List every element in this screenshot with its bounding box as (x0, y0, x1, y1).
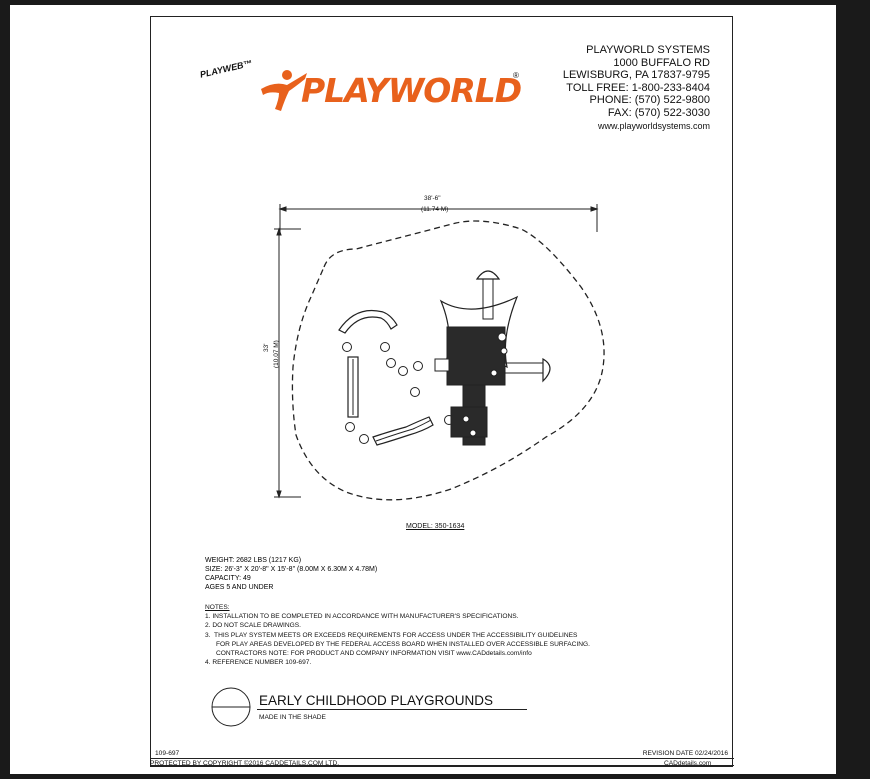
note-2: 2. DO NOT SCALE DRAWINGS. (205, 622, 301, 630)
playweb-badge: PLAYWEB™ (199, 58, 254, 80)
specifications: WEIGHT: 2682 LBS (1217 KG) SIZE: 26'-3" … (205, 556, 377, 592)
running-figure-icon (261, 70, 307, 111)
revision-date: REVISION DATE 02/24/2016 (642, 750, 728, 757)
height-dimension-label: 33' (263, 343, 270, 352)
playworld-logo: PLAYWORLD PLAYWORLD ® (257, 67, 522, 113)
curved-bench (338, 309, 398, 334)
logo-wordmark: PLAYWORLD (301, 71, 522, 110)
site-plan (274, 204, 605, 501)
copyright-notice: PROTECTED BY COPYRIGHT ©2016 CADDETAILS.… (150, 760, 340, 767)
drawing-frame: PLAYWEB™ PLAYWORLD PLAYWORLD ® PLAYWORLD… (150, 16, 734, 767)
spec-size: SIZE: 26'-3" X 20'-8" X 15'-8" (8.00M X … (205, 566, 378, 573)
note-3-continued: FOR PLAY AREAS DEVELOPED BY THE FEDERAL … (205, 640, 590, 648)
notes: NOTES: 1. INSTALLATION TO BE COMPLETED I… (205, 603, 590, 667)
width-dimension-label: 38'-6" (424, 195, 441, 202)
wavy-bench (372, 416, 434, 446)
use-zone-boundary (291, 220, 605, 501)
city-address: LEWISBURG, PA 17837-9795 (562, 69, 710, 81)
height-dimension (274, 227, 301, 499)
fax-number: FAX: (570) 522-3030 (607, 106, 710, 119)
drawing-title: EARLY CHILDHOOD PLAYGROUNDS (259, 693, 494, 708)
reference-number: 109-697 (155, 750, 180, 757)
drawing-sheet: PLAYWEB™ PLAYWORLD PLAYWORLD ® PLAYWORLD… (10, 5, 836, 774)
toll-free-number: TOLL FREE: 1-800-233-8404 (566, 81, 710, 94)
spec-capacity: CAPACITY: 49 (205, 575, 251, 582)
company-name: PLAYWORLD SYSTEMS (586, 44, 710, 56)
straight-bench (347, 356, 359, 418)
width-dimension-metric: (11.74 M) (421, 206, 449, 213)
registered-mark: ® (513, 71, 519, 80)
logo-wordmark-fill: PLAYWORLD (301, 71, 522, 110)
phone-number: PHONE: (570) 522-9800 (589, 94, 710, 106)
note-4: 4. REFERENCE NUMBER 109-697. (205, 659, 312, 667)
spring-riders (342, 342, 454, 444)
title-underline (257, 709, 527, 710)
street-address: 1000 BUFFALO RD (613, 56, 710, 69)
note-3-contractors: CONTRACTORS NOTE: FOR PRODUCT AND COMPAN… (205, 650, 532, 658)
spec-weight: WEIGHT: 2682 LBS (1217 KG) (205, 557, 302, 564)
website-url: www.playworldsystems.com (597, 121, 710, 131)
notes-heading: NOTES: (205, 604, 230, 611)
drawing-subtitle: MADE IN THE SHADE (259, 714, 326, 721)
caddetails-site: CADdetails.com (664, 760, 712, 767)
model-number: MODEL: 350-1634 (406, 523, 465, 530)
footer-rule-bottom (151, 765, 734, 766)
spec-ages: AGES 5 AND UNDER (205, 584, 274, 591)
play-structure (434, 270, 551, 446)
section-symbol-icon (211, 687, 251, 727)
company-address: PLAYWORLD SYSTEMS 1000 BUFFALO RD LEWISB… (563, 44, 710, 133)
note-1: 1. INSTALLATION TO BE COMPLETED IN ACCOR… (205, 613, 519, 621)
height-dimension-metric: (10.07 M) (273, 340, 280, 368)
footer-rule-top (151, 758, 734, 759)
width-dimension (278, 204, 599, 232)
note-3: 3. THIS PLAY SYSTEM MEETS OR EXCEEDS REQ… (205, 631, 578, 639)
